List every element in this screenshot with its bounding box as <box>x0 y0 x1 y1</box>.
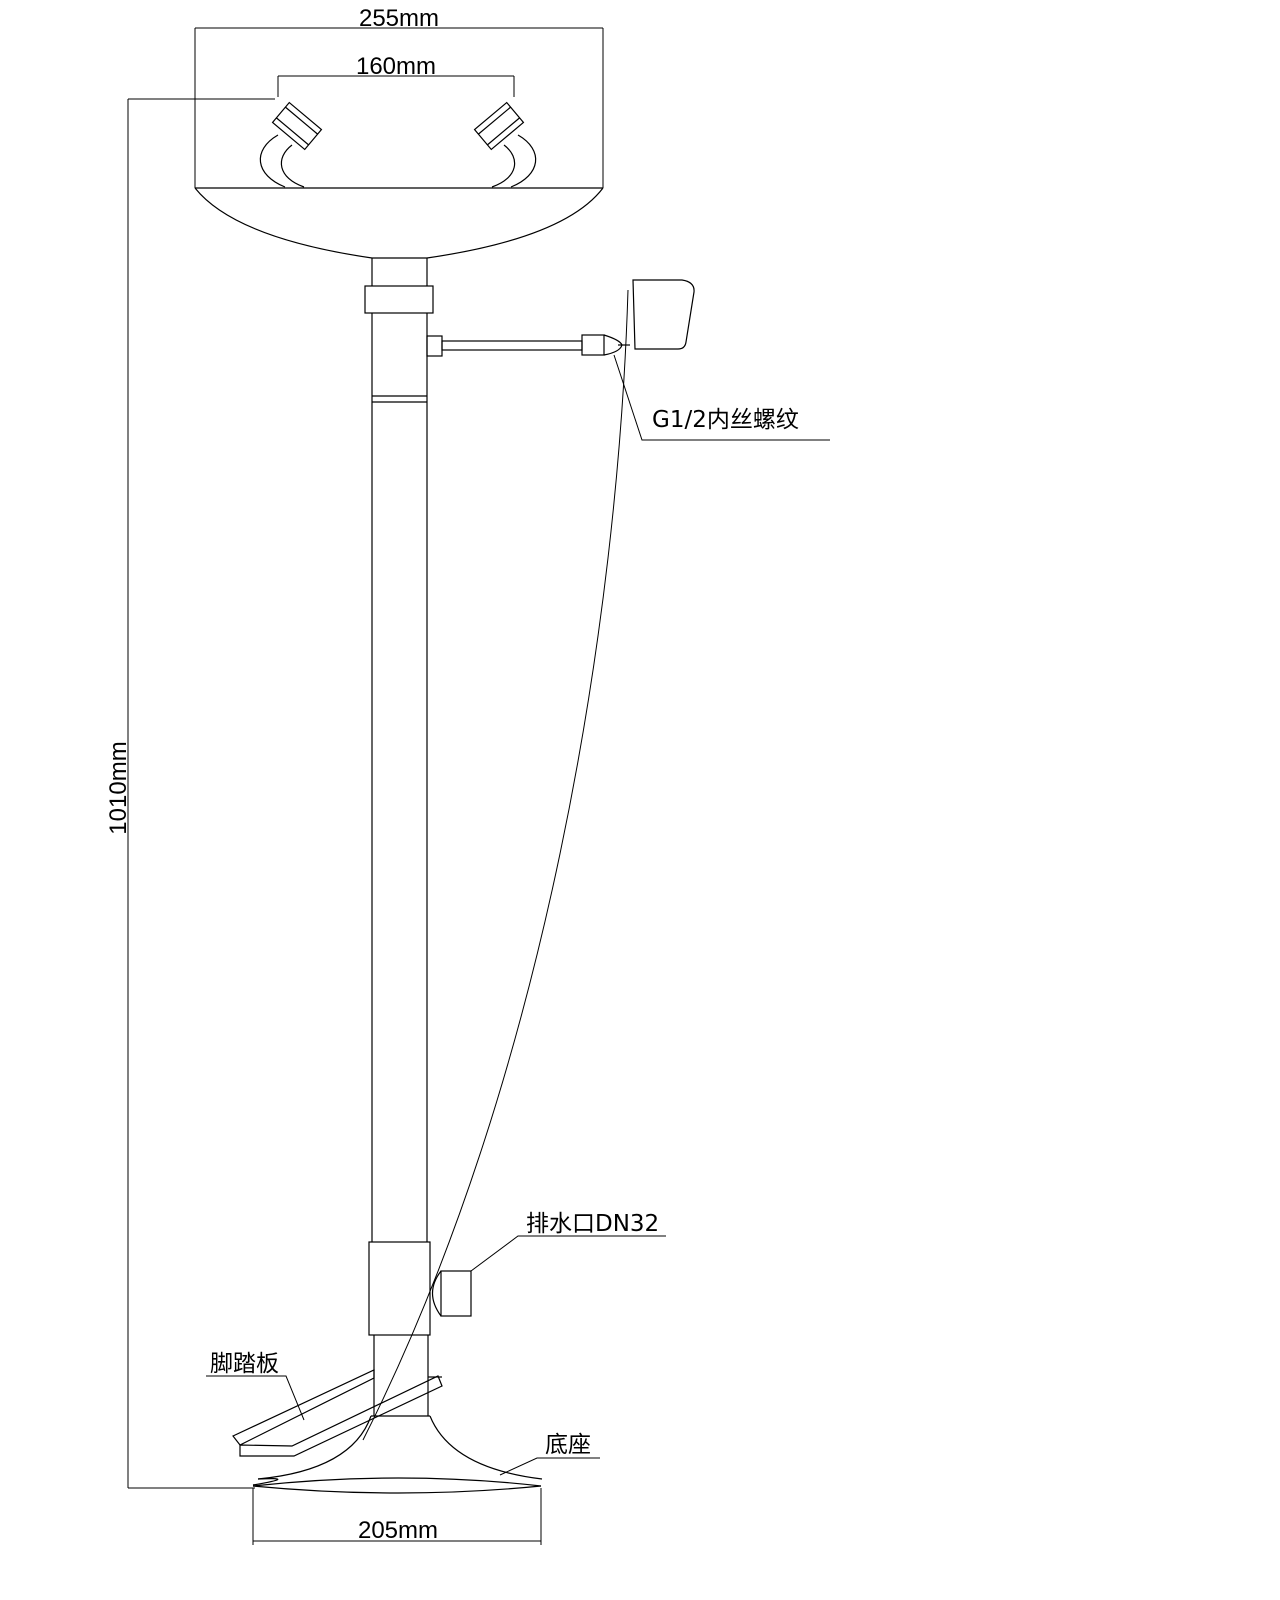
thread-callout-label: G1/2内丝螺纹 <box>652 407 799 433</box>
arm-sleeve <box>581 334 605 356</box>
left-nozzle <box>259 101 323 188</box>
push-handle-arm <box>426 334 630 357</box>
dimension-top-width: 255mm <box>194 5 604 188</box>
thread-callout: G1/2内丝螺纹 <box>613 354 830 441</box>
base-callout-label: 底座 <box>545 1432 591 1458</box>
dim-top-width-label: 255mm <box>359 5 439 32</box>
dimension-nozzle-spacing: 160mm <box>277 53 515 97</box>
arm-rod <box>441 340 583 351</box>
pull-cable <box>362 289 629 1441</box>
drain-callout-label: 排水口DN32 <box>526 1211 659 1237</box>
base-stand: 底座 <box>252 1415 600 1494</box>
push-flag <box>632 279 695 350</box>
lower-coupling <box>368 1241 431 1336</box>
dim-total-height-label: 1010mm <box>105 741 132 834</box>
right-nozzle <box>473 101 537 188</box>
pipe-collar <box>364 285 434 314</box>
pedal-callout-label: 脚踏板 <box>210 1351 279 1377</box>
column-pipe <box>364 258 434 1416</box>
arm-bracket <box>426 335 443 357</box>
drain-outlet: 排水口DN32 <box>431 1211 666 1317</box>
dim-nozzle-spacing-label: 160mm <box>356 53 436 80</box>
eyewash-bowl <box>194 187 604 259</box>
dimension-total-height: 1010mm <box>105 98 275 1489</box>
dimension-base-width: 205mm <box>252 1488 542 1545</box>
dim-base-width-label: 205mm <box>358 1517 438 1544</box>
foot-pedal: 脚踏板 <box>206 1351 443 1457</box>
